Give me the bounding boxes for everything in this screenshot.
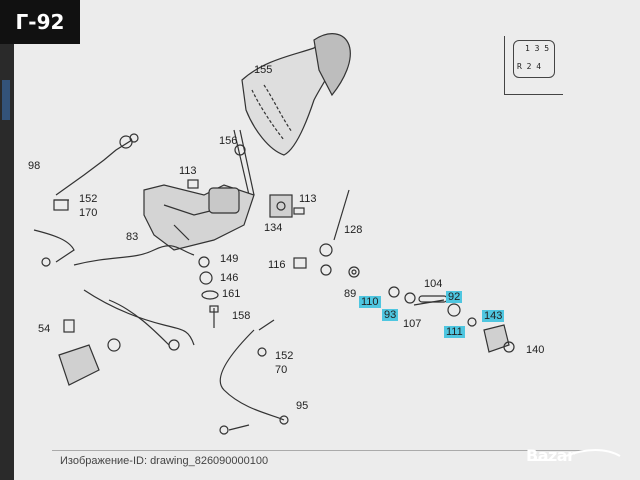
callout-134: 134 <box>264 222 283 234</box>
gear-shift-pattern: 1 3 5 R 2 4 <box>504 36 563 95</box>
parts-diagram: 1 3 5 R 2 4 155 98 156 113 113 152 170 1… <box>14 0 640 450</box>
callout-54: 54 <box>38 323 51 335</box>
callout-170-bottom: 70 <box>275 364 288 376</box>
gear-box-outline <box>513 40 555 78</box>
callout-170-top: 170 <box>79 207 98 219</box>
diagram-drawing <box>33 33 515 435</box>
callout-111: 111 <box>444 326 465 338</box>
callout-110-highlight: 110 <box>359 296 381 308</box>
callout-149: 149 <box>220 253 239 265</box>
bazar-logo: Bazar <box>526 438 622 468</box>
bazar-logo-mark <box>528 449 621 461</box>
callout-104: 104 <box>424 278 443 290</box>
callout-111-highlight: 111 <box>444 326 465 338</box>
callout-98: 98 <box>28 160 41 172</box>
callout-155: 155 <box>254 64 273 76</box>
callout-113-left: 113 <box>179 165 197 177</box>
callout-140: 140 <box>526 344 545 356</box>
left-window-strip <box>0 0 14 480</box>
watermark-label: Г-92 <box>0 0 80 44</box>
image-id-caption: Изображение-ID: drawing_826090000100 <box>60 455 269 467</box>
gear-pattern-bottom: R 2 4 <box>517 62 542 71</box>
callout-143: 143 <box>482 310 505 322</box>
scrollbar-hint <box>2 80 10 120</box>
callout-161: 161 <box>222 288 241 300</box>
callout-110: 110 <box>359 296 381 308</box>
callout-107: 107 <box>403 318 422 330</box>
callout-158: 158 <box>232 310 251 322</box>
callout-143-highlight: 143 <box>482 310 505 322</box>
gear-pattern-top: 1 3 5 <box>525 44 550 53</box>
callout-146: 146 <box>220 272 239 284</box>
caption-bar: Изображение-ID: drawing_826090000100 <box>52 450 592 471</box>
callout-92: 92 <box>446 291 463 303</box>
callout-92-highlight: 92 <box>446 291 463 303</box>
callout-128: 128 <box>344 224 363 236</box>
callout-93-highlight: 93 <box>382 309 399 321</box>
bazar-logo-text: Bazar <box>526 446 575 465</box>
callout-152-bottom: 152 <box>275 350 294 362</box>
callout-152-top: 152 <box>79 193 98 205</box>
callout-113-right: 113 <box>299 193 317 205</box>
callout-95: 95 <box>296 400 309 412</box>
callout-116: 116 <box>268 259 286 271</box>
callout-83: 83 <box>126 231 139 243</box>
callout-156: 156 <box>219 135 238 147</box>
callout-93: 93 <box>382 309 399 321</box>
callout-89: 89 <box>344 288 357 300</box>
